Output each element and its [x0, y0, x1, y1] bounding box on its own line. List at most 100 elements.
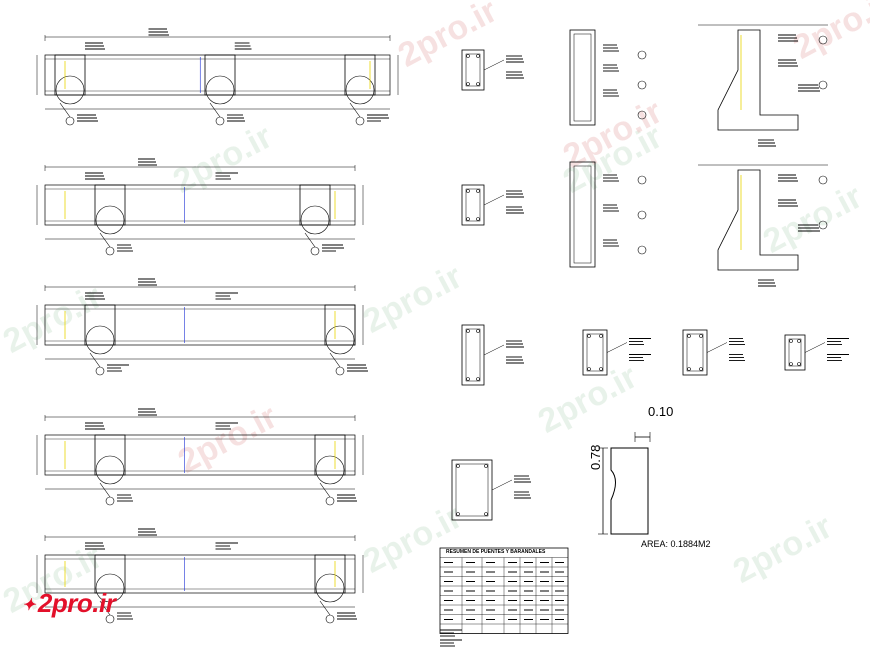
stirrup — [465, 328, 481, 382]
column-elevation — [569, 161, 596, 268]
callout-circle — [310, 246, 320, 256]
callout-circle — [355, 116, 365, 126]
leader-line — [99, 600, 111, 616]
cad-line — [818, 80, 828, 90]
rebar-dot — [466, 217, 470, 221]
rebar-dot — [687, 367, 691, 371]
rebar-dot — [456, 512, 460, 516]
callout-circle — [65, 116, 75, 126]
stirrup — [573, 33, 592, 122]
brand-logo: ✦2pro.ir — [22, 588, 116, 618]
parapet-outline — [717, 169, 799, 271]
rebar-dot — [587, 334, 591, 338]
rebar-hook — [300, 205, 330, 235]
rebar-dot — [599, 334, 603, 338]
rebar-dot — [797, 339, 801, 343]
rebar-dot — [699, 334, 703, 338]
column-support — [204, 54, 236, 96]
rebar-hook — [325, 325, 355, 355]
cad-line — [818, 175, 828, 185]
column-support — [314, 554, 346, 594]
rebar-dot — [476, 82, 480, 86]
beam-outline — [44, 434, 356, 476]
rebar-dot — [687, 334, 691, 338]
stirrup — [455, 463, 489, 517]
leader-line — [349, 102, 361, 118]
leader-line — [706, 342, 728, 353]
callout-circle — [637, 50, 647, 60]
column-support — [94, 434, 126, 476]
rebar-dot — [789, 362, 793, 366]
schedule-table-title: RESUMEN DE PUENTES Y BARANDALES — [446, 549, 546, 555]
leader-line — [59, 102, 71, 118]
leader-line — [99, 482, 111, 498]
rebar-dot — [466, 82, 470, 86]
stirrup — [465, 53, 481, 87]
parapet-section — [610, 447, 649, 535]
callout-circle — [95, 366, 105, 376]
rebar-dot — [797, 362, 801, 366]
leader-line — [483, 194, 505, 206]
rebar-dot — [466, 189, 470, 193]
column-section — [451, 459, 493, 521]
column-section — [461, 49, 485, 91]
rebar-hook — [315, 573, 345, 603]
column-support — [299, 184, 331, 226]
section-top-dimension: 0.10 — [648, 404, 674, 419]
rebar-hook — [205, 75, 235, 105]
column-support — [324, 304, 356, 346]
rebar-dot — [466, 329, 470, 333]
leader-line — [329, 352, 341, 368]
rebar-dot — [476, 217, 480, 221]
callout-circle — [325, 496, 335, 506]
section-area-label: AREA: 0.1884M2 — [641, 539, 711, 549]
callout-circle — [637, 210, 647, 220]
rebar-dot — [476, 329, 480, 333]
column-section — [461, 324, 485, 386]
rebar-dot — [484, 464, 488, 468]
rebar-hook — [315, 455, 345, 485]
leader-line — [483, 59, 505, 71]
column-section — [784, 334, 806, 371]
column-support — [54, 54, 86, 96]
callout-circle — [215, 116, 225, 126]
section-height-dimension: 0.78 — [588, 444, 603, 470]
rebar-hook — [95, 455, 125, 485]
rebar-dot — [599, 367, 603, 371]
rebar-dot — [476, 54, 480, 58]
column-section — [582, 329, 608, 376]
callout-circle — [105, 496, 115, 506]
rebar-dot — [789, 339, 793, 343]
rebar-hook — [345, 75, 375, 105]
rebar-dot — [466, 54, 470, 58]
leader-line — [209, 102, 221, 118]
beam-outline — [44, 184, 356, 226]
stirrup — [788, 338, 802, 367]
rebar-hook — [55, 75, 85, 105]
callout-circle — [325, 614, 335, 624]
column-support — [314, 434, 346, 476]
leader-line — [606, 342, 628, 353]
cad-line — [818, 220, 828, 230]
rebar-hook — [85, 325, 115, 355]
callout-circle — [105, 614, 115, 624]
leader-line — [89, 352, 101, 368]
column-elevation — [569, 29, 596, 126]
stirrup — [686, 333, 704, 372]
callout-circle — [637, 110, 647, 120]
column-support — [344, 54, 376, 96]
rebar-dot — [484, 512, 488, 516]
leader-line — [491, 479, 513, 491]
beam-outline — [44, 554, 356, 594]
leader-line — [319, 600, 331, 616]
rebar-dot — [476, 377, 480, 381]
column-section — [682, 329, 708, 376]
rebar-dot — [456, 464, 460, 468]
rebar-hook — [95, 573, 125, 603]
rebar-dot — [587, 367, 591, 371]
column-support — [94, 554, 126, 594]
leader-line — [483, 344, 505, 356]
stirrup — [586, 333, 604, 372]
